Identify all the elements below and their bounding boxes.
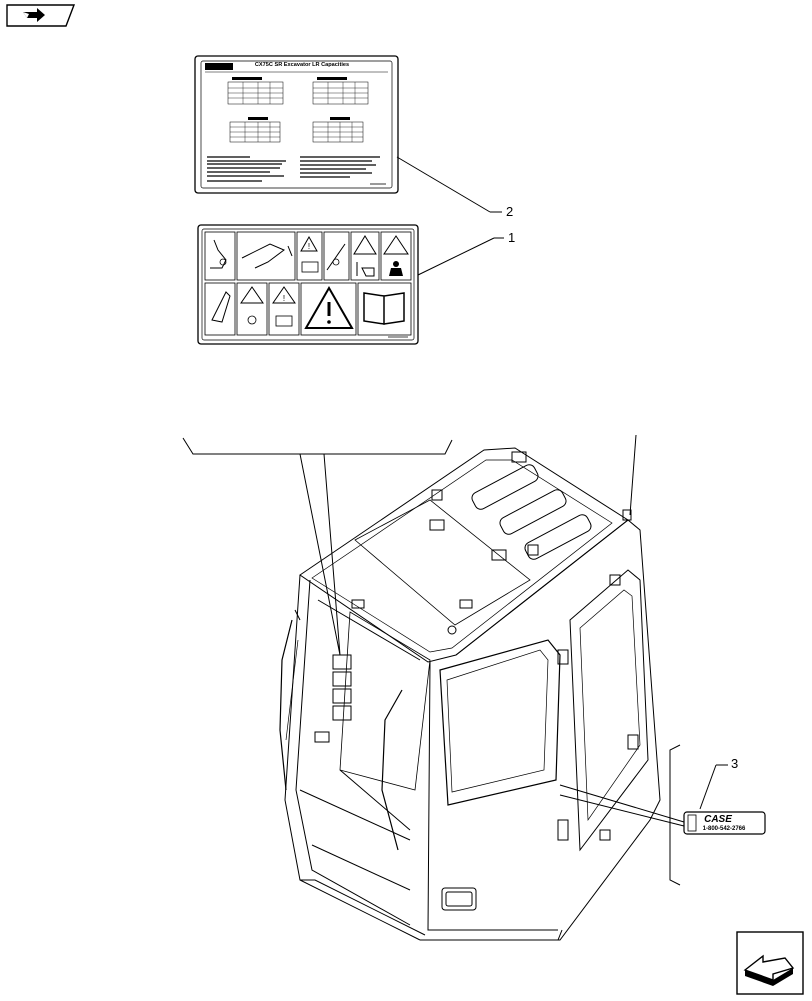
capacity-table-2 [312,77,369,105]
exit-pictogram-icon [301,261,319,273]
nav-back-button[interactable] [735,930,805,996]
decal-capacity-title: CX75C SR Excavator LR Capacities [255,62,349,68]
bucket-pictogram-icon [210,239,227,269]
decal-phone-logo: CASE [704,814,732,825]
decal-safety-pictograms: ! ! [197,224,419,345]
leader-line-2 [396,156,491,213]
decal-phone-group: CASE 1-800-542-2766 3 [559,744,766,886]
case-logo-plate [205,63,233,70]
callout-2: 2 [506,204,513,219]
capacity-fine-print [207,156,386,185]
warning-small-icon-3 [272,286,296,304]
right-arrow-nav-icon [6,4,76,27]
general-warning-icon [304,285,354,329]
left-arrow-nav-icon [736,931,804,995]
warning-small-icon-1 [300,235,318,252]
capacity-table-4 [312,117,364,143]
detail-pointer-frame [182,437,453,656]
crush-hazard-icon [353,235,377,255]
read-manual-book-icon [363,292,405,325]
decal-phone-plate [683,811,766,835]
decal-capacity-logo: CASE [211,65,228,71]
callout-3: 3 [731,756,738,771]
svg-text:!: ! [308,242,310,251]
capacity-table-3 [229,117,281,143]
hand-lever-icon [211,291,231,323]
warning-small-icon-2 [240,286,264,304]
leader-line-3a [559,784,685,823]
case-phone-icon [687,814,697,832]
arm-pictogram-icon [326,243,346,271]
operator-seat-icon [393,261,399,267]
capacity-table-1 [227,77,284,105]
boom-pictogram-icon [241,243,285,269]
decal-phone-number: 1-800-542-2766 [703,826,746,832]
svg-text:!: ! [283,294,285,303]
leader-line-1 [417,237,495,276]
leader-line-3 [699,764,717,810]
decal-capacity-chart: CASE CX75C SR Excavator LR Capacities [194,55,399,194]
callout-1: 1 [508,230,515,245]
nav-forward-button[interactable] [5,3,76,28]
fall-hazard-icon [383,235,409,255]
excavator-cab-drawing [279,434,661,941]
